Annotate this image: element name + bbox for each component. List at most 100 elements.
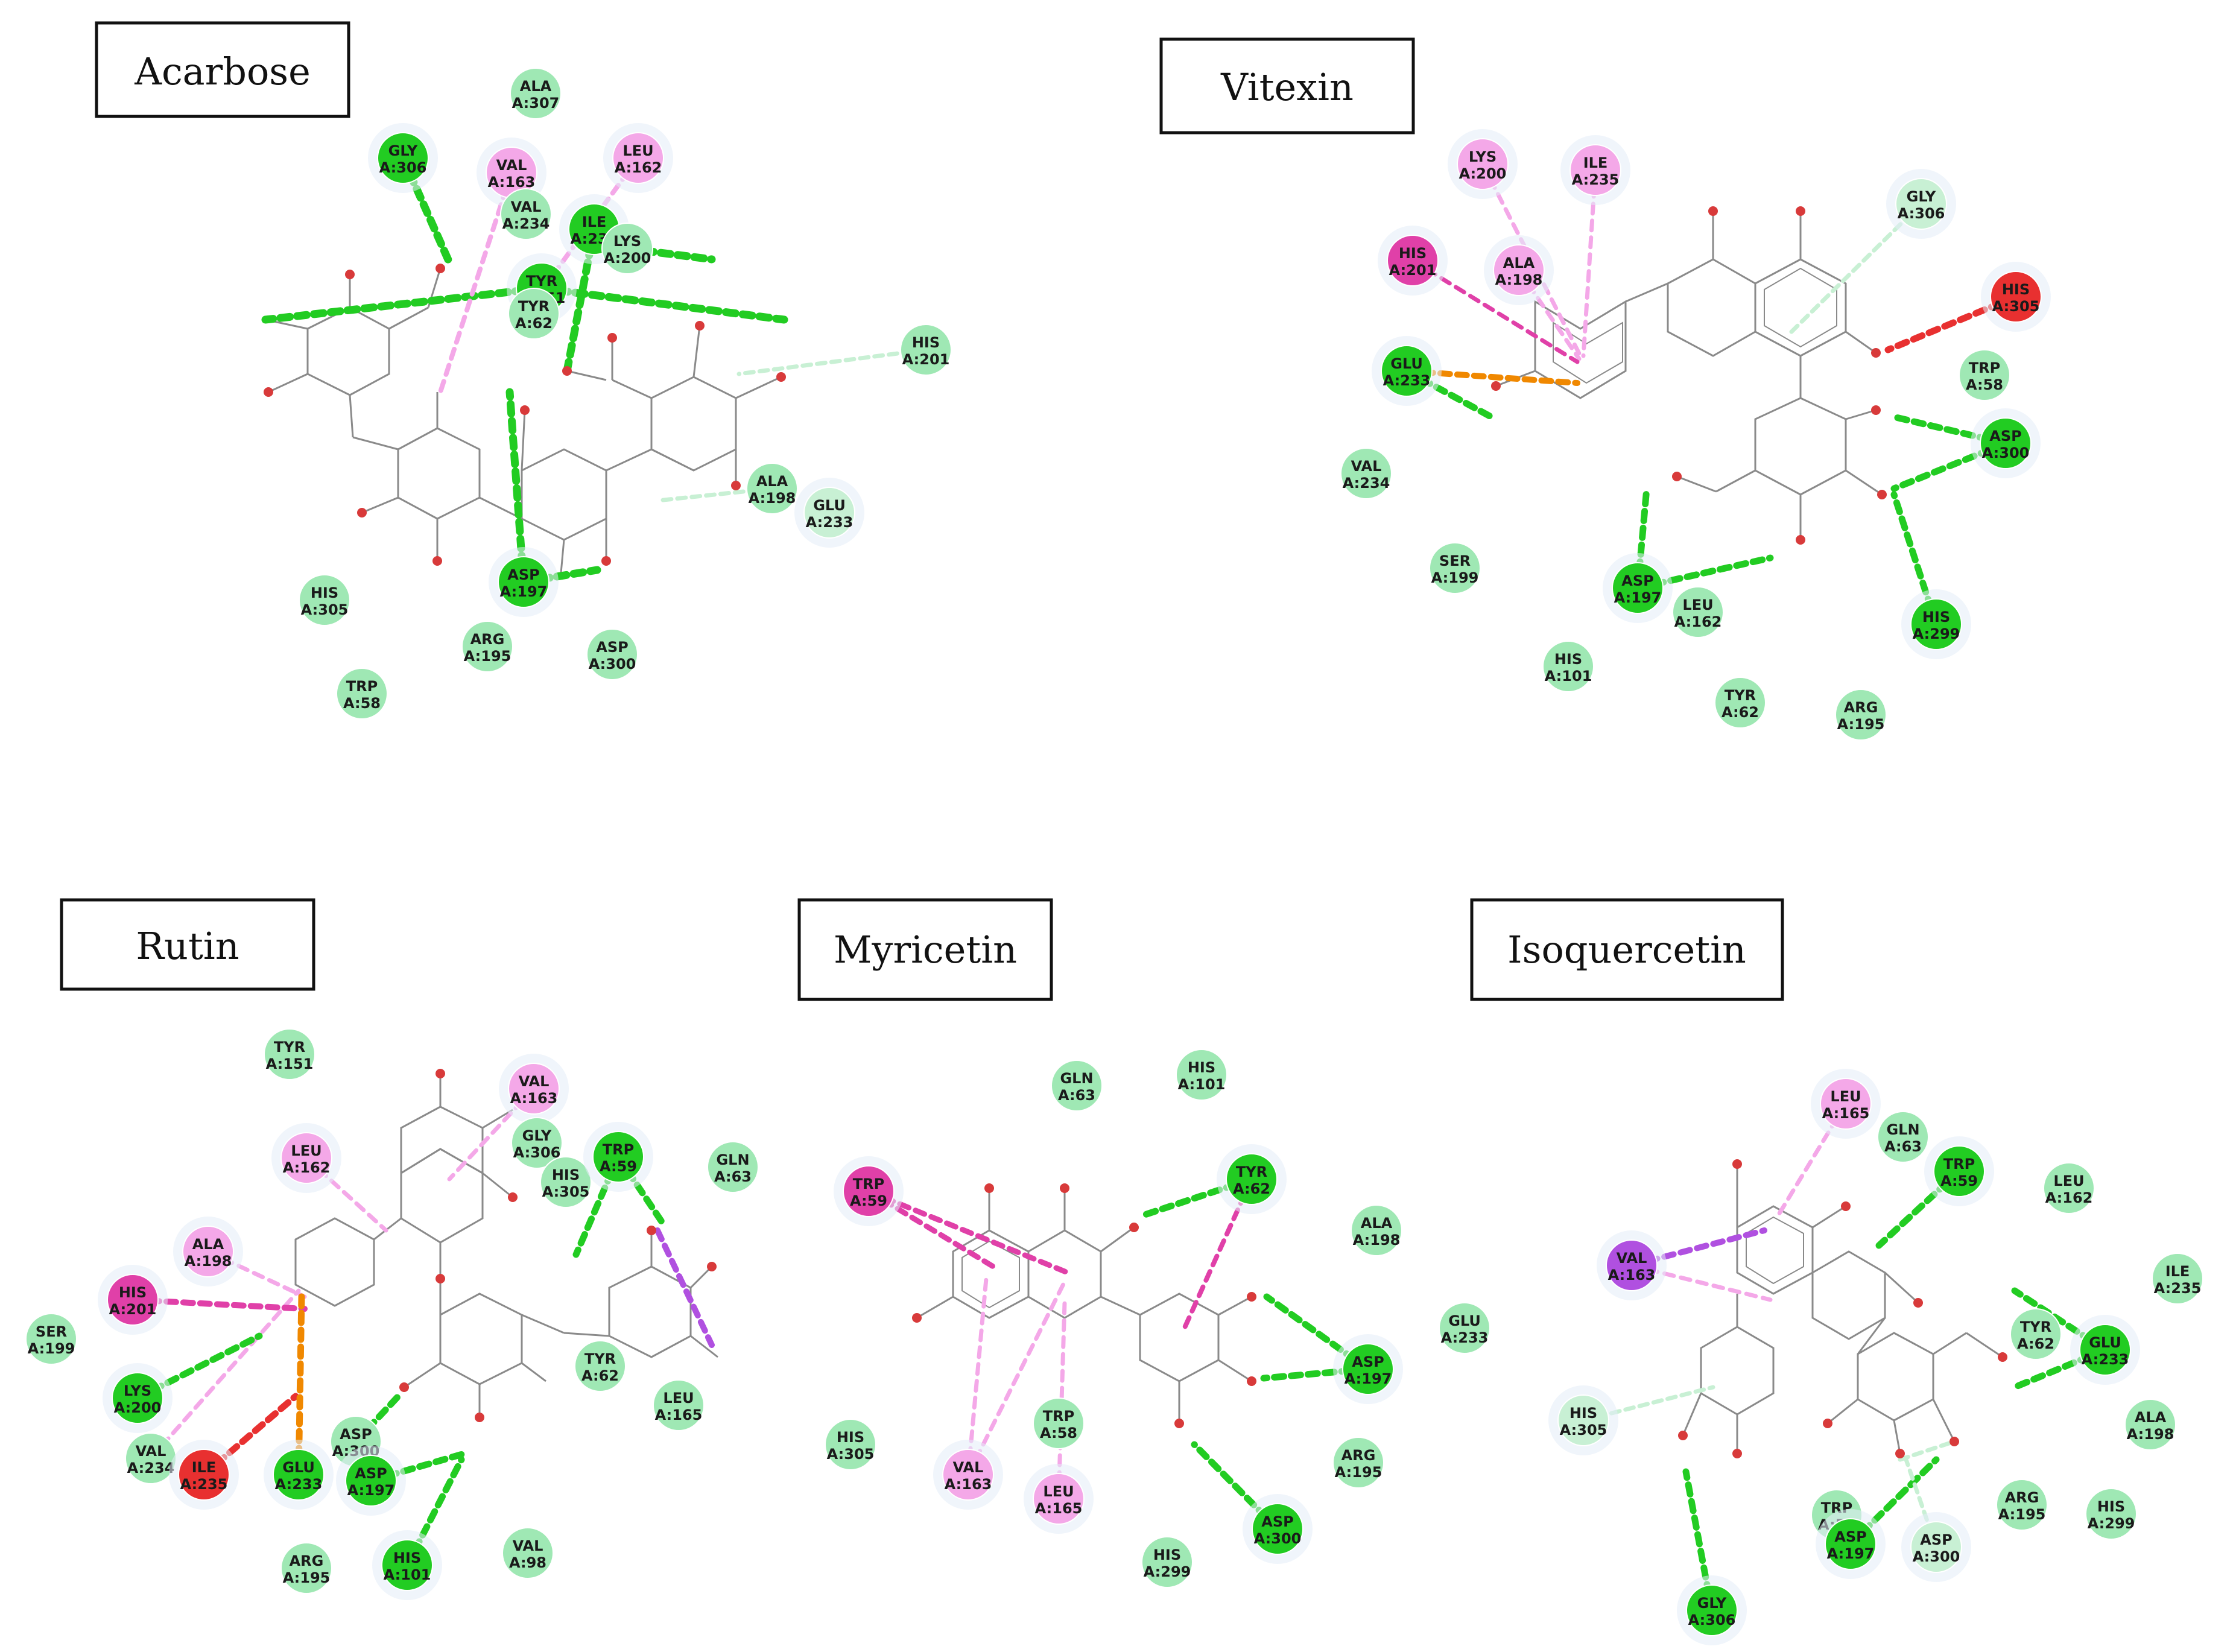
residue-disc <box>1996 1479 2048 1531</box>
atom-labels <box>264 206 2007 1458</box>
residue-name: GLU <box>1390 355 1423 372</box>
residue-disc <box>1980 417 2032 469</box>
residue-name: LYS <box>1469 148 1497 165</box>
residue-disc <box>1493 244 1545 296</box>
residue-number: A:235 <box>2154 1280 2202 1297</box>
chbond-ring-i <box>1898 1439 1957 1462</box>
residue-disc <box>1351 1204 1402 1256</box>
residue-disc <box>803 487 855 539</box>
residue-number: A:306 <box>1688 1612 1736 1628</box>
residue-name: TYR <box>1725 687 1756 704</box>
residue-name: HIS <box>2002 281 2030 298</box>
residue-name: HIS <box>1153 1546 1181 1563</box>
residue-disc <box>653 1379 705 1431</box>
residue-disc <box>1910 1521 1962 1573</box>
residue-disc <box>1033 1473 1085 1525</box>
residue-disc <box>381 1539 433 1591</box>
residue-disc <box>264 1028 315 1080</box>
residue-disc <box>2079 1324 2131 1376</box>
residue-disc <box>601 223 653 274</box>
residue-name: TYR <box>518 298 550 315</box>
residue-disc <box>2085 1488 2137 1540</box>
residue-name: ALA <box>2135 1409 2167 1426</box>
residue-name: ALA <box>520 78 552 95</box>
residue-number: A:162 <box>283 1159 331 1176</box>
residue-name: GLU <box>813 497 846 514</box>
residue-name: ASP <box>596 639 628 656</box>
residue-disc <box>540 1156 592 1208</box>
title-vitexin: Vitexin <box>1220 65 1354 109</box>
residue-name: GLN <box>1060 1070 1093 1087</box>
residue-disc <box>377 132 429 184</box>
residue-name: ALA <box>1361 1215 1393 1232</box>
residue-number: A:198 <box>2127 1426 2174 1443</box>
residue-number: A:199 <box>1431 569 1479 586</box>
residue-disc <box>1439 1302 1490 1354</box>
residue-number: A:62 <box>581 1367 619 1384</box>
residue-number: A:300 <box>1254 1530 1302 1547</box>
panel-title-vitexin: Vitexin <box>1159 37 1415 135</box>
residue-name: TYR <box>584 1350 616 1367</box>
ligand-myricetin <box>916 1188 1252 1423</box>
residue-name: VAL <box>496 157 527 174</box>
residue-number: A:163 <box>488 174 536 191</box>
residue-disc <box>1569 144 1621 196</box>
residue-number: A:62 <box>1721 704 1759 721</box>
residue-number: A:200 <box>114 1399 162 1416</box>
residue-name: HIS <box>1922 609 1950 625</box>
residue-number: A:233 <box>1441 1329 1489 1346</box>
residue-number: A:58 <box>343 695 381 712</box>
residue-number: A:101 <box>1178 1076 1226 1093</box>
residue-disc <box>2043 1162 2095 1214</box>
residue-name: HIS <box>837 1429 864 1446</box>
residue-number: A:62 <box>515 315 553 332</box>
residue-name: TRP <box>1943 1156 1975 1173</box>
residue-disc <box>1340 448 1392 499</box>
residue-name: LYS <box>124 1382 151 1399</box>
residue-number: A:197 <box>500 583 548 600</box>
panel-title-rutin: Rutin <box>60 898 315 991</box>
residue-disc <box>498 556 550 608</box>
residue-number: A:195 <box>1837 716 1885 733</box>
residue-name: HIS <box>1569 1405 1597 1422</box>
residue-name: ASP <box>1621 572 1653 589</box>
residue-number: A:235 <box>180 1476 228 1493</box>
residue-name: TRP <box>1043 1408 1074 1425</box>
residue-number: A:59 <box>850 1192 887 1209</box>
residue-disc <box>336 668 388 720</box>
residue-name: VAL <box>136 1443 166 1460</box>
residue-disc <box>1429 542 1481 594</box>
residue-number: A:199 <box>28 1340 75 1357</box>
residue-number: A:300 <box>589 656 636 673</box>
residue-disc <box>461 621 513 673</box>
pialkyl-ile235 <box>1581 168 1598 358</box>
residue-disc <box>1606 1239 1658 1291</box>
residue-disc <box>592 1131 644 1183</box>
residue-number: A:58 <box>1040 1425 1077 1442</box>
